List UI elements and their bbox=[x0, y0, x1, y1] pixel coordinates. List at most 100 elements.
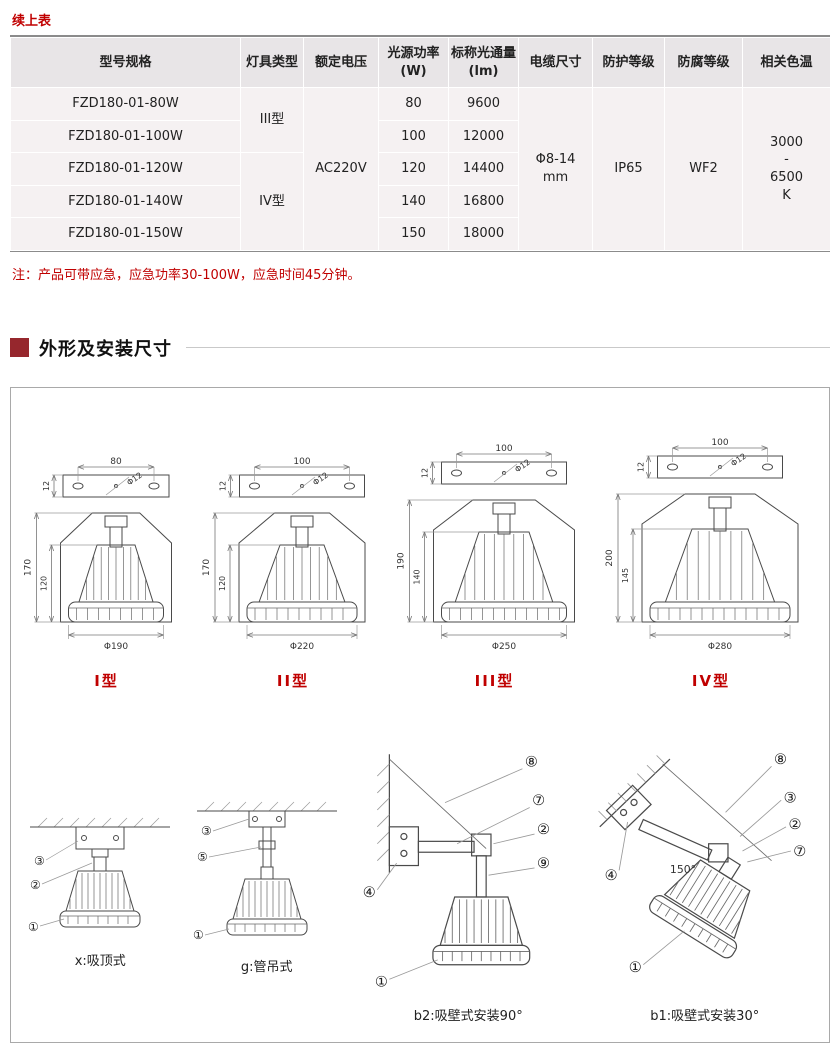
table-header-cell: 光源功率(W) bbox=[378, 36, 449, 89]
emergency-note: 注：产品可带应急，应急功率30-100W，应急时间45分钟。 bbox=[12, 267, 361, 283]
mount-figure-wall-30: 150° ⑧ ③ ② ⑦ ④ ① b1:吸壁式安装30° bbox=[590, 747, 820, 1024]
table-row: FZD180-01-80W III型 AC220V 80 9600 Φ8-14 … bbox=[10, 87, 831, 251]
table-cell-flux: 14400 bbox=[448, 152, 519, 186]
mount-label: g:管吊式 bbox=[240, 959, 293, 975]
pipe-mount-drawing: ③ ⑤ ① bbox=[193, 801, 337, 942]
callout-icon: ⑨ bbox=[537, 856, 550, 872]
callout-icon: ⑤ bbox=[197, 850, 208, 864]
svg-text:Φ12: Φ12 bbox=[311, 470, 330, 487]
svg-text:Φ280: Φ280 bbox=[708, 642, 733, 652]
callout-icon: ② bbox=[537, 822, 550, 838]
svg-text:100: 100 bbox=[711, 438, 728, 448]
table-header-row: 型号规格 灯具类型 额定电压 光源功率(W) 标称光通量(lm) 电缆尺寸 防护… bbox=[10, 36, 831, 89]
svg-text:120: 120 bbox=[40, 576, 49, 591]
lamp-type-label: II型 bbox=[276, 671, 310, 690]
svg-text:12: 12 bbox=[637, 462, 646, 472]
table-header-cell: 电缆尺寸 bbox=[518, 36, 593, 89]
svg-text:100: 100 bbox=[495, 444, 512, 454]
lamp-type-label: IV型 bbox=[691, 671, 731, 690]
lamp-type-label: III型 bbox=[474, 671, 515, 690]
table-cell-flux: 9600 bbox=[448, 87, 519, 121]
callout-icon: ⑦ bbox=[532, 793, 545, 809]
mount-figures-row: ③ ② ① x:吸顶式 ③ bbox=[17, 747, 823, 1024]
table-cell-flux: 16800 bbox=[448, 184, 519, 219]
table-cell-model: FZD180-01-100W bbox=[10, 119, 241, 154]
table-header-cell: 型号规格 bbox=[10, 36, 241, 89]
table-cell-lamp-type: IV型 bbox=[240, 152, 304, 251]
svg-text:100: 100 bbox=[293, 457, 310, 467]
svg-text:Φ220: Φ220 bbox=[290, 642, 315, 652]
svg-text:120: 120 bbox=[218, 576, 227, 591]
svg-text:145: 145 bbox=[621, 568, 630, 583]
svg-text:12: 12 bbox=[219, 481, 228, 491]
table-row: FZD180-01-140W 140 16800 bbox=[10, 184, 831, 219]
table-cell-model: FZD180-01-120W bbox=[10, 152, 241, 186]
table-cell-lamp-type: III型 bbox=[240, 87, 304, 154]
callout-icon: ⑦ bbox=[793, 844, 806, 860]
table-cell-cable: Φ8-14 mm bbox=[518, 87, 593, 251]
callout-icon: ② bbox=[30, 878, 41, 892]
svg-text:Φ12: Φ12 bbox=[125, 470, 144, 487]
table-cell-model: FZD180-01-80W bbox=[10, 87, 241, 121]
callout-icon: ④ bbox=[604, 868, 617, 884]
table-cell-flux: 12000 bbox=[448, 119, 519, 154]
section-divider bbox=[186, 347, 830, 349]
table-header-cell: 防腐等级 bbox=[664, 36, 743, 89]
spec-table-wrap: 型号规格 灯具类型 额定电压 光源功率(W) 标称光通量(lm) 电缆尺寸 防护… bbox=[10, 35, 831, 252]
table-cell-power: 150 bbox=[378, 217, 449, 251]
table-header-cell: 相关色温 bbox=[742, 36, 831, 89]
wall-mount-90-drawing: ⑧ ⑦ ② ⑨ ④ ① bbox=[363, 754, 550, 990]
wall-mount-30-drawing: 150° ⑧ ③ ② ⑦ ④ ① bbox=[598, 752, 806, 976]
callout-icon: ② bbox=[788, 817, 801, 833]
table-cell-anticorrosion: WF2 bbox=[664, 87, 743, 251]
svg-text:170: 170 bbox=[24, 558, 34, 575]
svg-text:Φ12: Φ12 bbox=[729, 451, 748, 468]
table-cell-power: 100 bbox=[378, 119, 449, 154]
svg-text:190: 190 bbox=[397, 552, 407, 569]
callout-icon: ① bbox=[28, 920, 39, 934]
ceiling-mount-drawing: ③ ② ① bbox=[28, 817, 171, 934]
svg-text:12: 12 bbox=[421, 468, 430, 478]
svg-text:80: 80 bbox=[110, 457, 122, 467]
table-cell-cct: 3000 - 6500 K bbox=[742, 87, 831, 251]
callout-icon: ⑧ bbox=[525, 754, 538, 770]
table-cell-voltage: AC220V bbox=[303, 87, 379, 251]
table-cell-model: FZD180-01-140W bbox=[10, 184, 241, 219]
section-title: 外形及安装尺寸 bbox=[39, 338, 172, 360]
svg-text:Φ190: Φ190 bbox=[104, 642, 129, 652]
callout-icon: ⑧ bbox=[774, 752, 787, 768]
mount-figure-ceiling: ③ ② ① x:吸顶式 bbox=[20, 811, 180, 969]
svg-text:170: 170 bbox=[202, 558, 212, 575]
angle-label: 150° bbox=[670, 863, 696, 876]
section-header: 外形及安装尺寸 bbox=[10, 335, 830, 361]
table-header-cell: 标称光通量(lm) bbox=[448, 36, 519, 89]
table-cell-flux: 18000 bbox=[448, 217, 519, 251]
callout-icon: ④ bbox=[363, 885, 376, 901]
mount-figure-pipe: ③ ⑤ ① g:管吊式 bbox=[187, 797, 347, 975]
spec-table: 型号规格 灯具类型 额定电压 光源功率(W) 标称光通量(lm) 电缆尺寸 防护… bbox=[10, 36, 831, 251]
svg-text:200: 200 bbox=[605, 549, 615, 566]
table-cell-power: 80 bbox=[378, 87, 449, 121]
svg-text:Φ12: Φ12 bbox=[513, 457, 532, 474]
continued-table-label: 续上表 bbox=[12, 14, 52, 29]
table-row: FZD180-01-120W IV型 120 14400 bbox=[10, 152, 831, 251]
table-cell-protection: IP65 bbox=[592, 87, 665, 251]
callout-icon: ③ bbox=[34, 854, 45, 868]
callout-icon: ① bbox=[629, 960, 642, 976]
mount-label: b1:吸壁式安装30° bbox=[650, 1008, 760, 1024]
callout-icon: ① bbox=[193, 928, 204, 942]
table-cell-power: 140 bbox=[378, 184, 449, 219]
lamp-type-label: I型 bbox=[94, 671, 119, 690]
table-header-cell: 灯具类型 bbox=[240, 36, 304, 89]
